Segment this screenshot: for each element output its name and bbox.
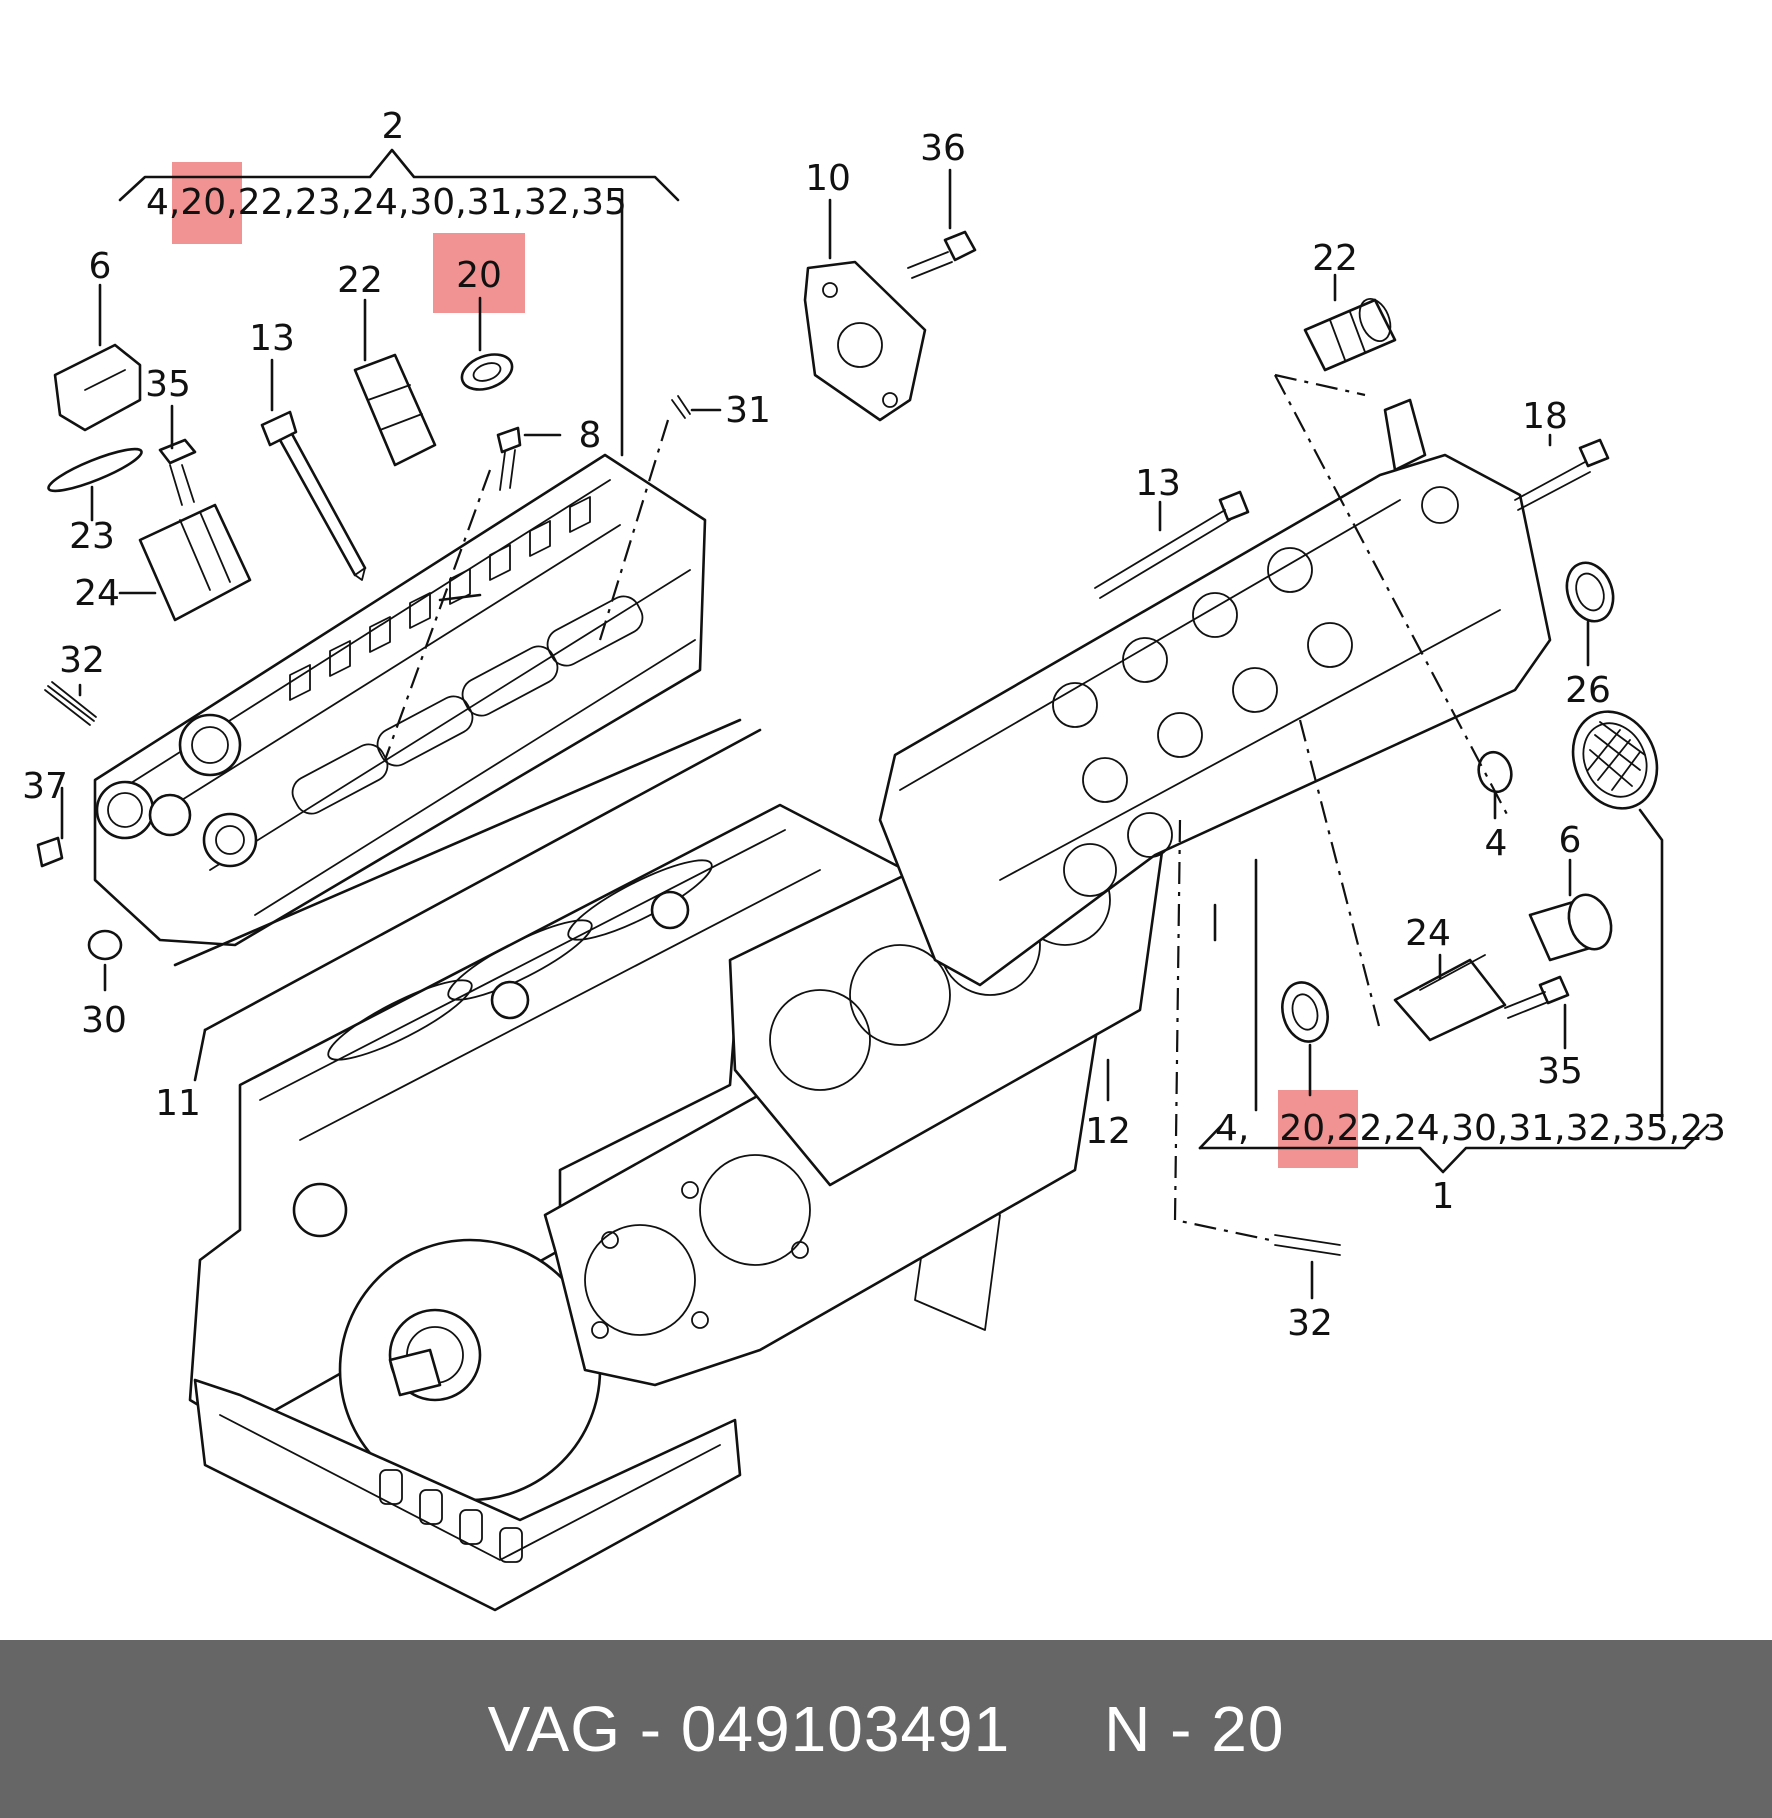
exploded-parts-diagram: 2 4,20,22,23,24,30,31,32,35 4,20,22,24,3…: [22, 106, 1726, 1612]
label-22-right: 22: [1312, 238, 1358, 279]
label-30: 30: [81, 1000, 127, 1041]
part-13-bolt-right: [1094, 490, 1250, 599]
part-10-cover: [803, 260, 927, 422]
cylinder-head-right: [878, 398, 1552, 987]
group-list-left: 4,20,22,23,24,30,31,32,35: [146, 182, 627, 223]
part-number-footer: VAG - 049103491 N - 20: [0, 1640, 1772, 1818]
part-8-sensor: [496, 426, 522, 491]
part-35-bolt-left: [158, 438, 197, 506]
assembly-centerlines: [383, 373, 1511, 1242]
part-36-bolt: [907, 230, 977, 279]
label-24: 24: [74, 573, 120, 614]
label-24-right: 24: [1405, 913, 1451, 954]
label-13-right: 13: [1135, 463, 1181, 504]
label-36: 36: [920, 128, 966, 169]
leader-lines: [60, 168, 1664, 1300]
label-32: 32: [59, 640, 105, 681]
label-35: 35: [145, 364, 191, 405]
part-26-seal: [1565, 561, 1615, 623]
brand-text: VAG: [487, 1693, 621, 1765]
position-label-text: N - 20: [1104, 1693, 1285, 1765]
separator: -: [621, 1693, 681, 1765]
head-gasket-left: [173, 718, 762, 1032]
group-bracket-left: [118, 148, 680, 457]
label-11: 11: [155, 1083, 201, 1124]
group-label-right: 1: [1432, 1176, 1455, 1217]
label-8: 8: [579, 415, 602, 456]
label-13: 13: [249, 318, 295, 359]
label-32-right: 32: [1287, 1303, 1333, 1344]
label-20: 20: [456, 255, 502, 296]
label-23: 23: [69, 516, 115, 557]
part-24-solenoid-left: [138, 503, 252, 622]
label-22: 22: [337, 260, 383, 301]
part-number-text: 049103491: [680, 1693, 1011, 1765]
highlight-group-right: [1278, 1090, 1358, 1168]
part-30-plug-left: [87, 929, 123, 961]
part-24-solenoid-right: [1393, 954, 1507, 1042]
spacer: [1010, 1692, 1104, 1766]
label-10: 10: [805, 158, 851, 199]
label-4: 4: [1485, 823, 1508, 864]
label-35-right: 35: [1537, 1051, 1583, 1092]
callout-labels: 6 35 23 24 32 37 30 11 13 22 20 8 31 10 …: [22, 128, 1611, 1344]
part-22-tappet-right: [1303, 298, 1397, 372]
label-31: 31: [725, 390, 771, 431]
label-6-right: 6: [1559, 820, 1582, 861]
part-4-plug-right: [1477, 750, 1513, 794]
label-6: 6: [89, 246, 112, 287]
highlight-group-left: [172, 162, 242, 244]
part-20-seal-right: [1281, 981, 1329, 1043]
group-bracket-right: [1198, 858, 1710, 1174]
part-6-right: [1528, 893, 1613, 962]
part-31-stud: [671, 395, 691, 419]
part-23-screen-right: [1571, 710, 1659, 810]
part-22-tappet-left: [353, 353, 437, 467]
part-18-bolt: [1514, 438, 1610, 511]
group-list-right: 4,20,22,24,30,31,32,35,23: [1215, 1108, 1726, 1149]
label-12: 12: [1085, 1111, 1131, 1152]
cylinder-head-left: [93, 453, 707, 947]
group-label-left: 2: [382, 106, 405, 147]
label-18: 18: [1522, 396, 1568, 437]
part-35-bolt-right: [1504, 975, 1570, 1019]
part-32-stud-right: [1274, 1234, 1341, 1256]
part-13-bolt-left: [260, 410, 367, 581]
part-32-stud-left: [44, 681, 97, 726]
part-20-seal-left: [460, 353, 514, 391]
label-26: 26: [1565, 670, 1611, 711]
part-23-oring: [47, 447, 143, 493]
label-37: 37: [22, 766, 68, 807]
part-37-nut: [36, 836, 64, 868]
part-6-left: [53, 343, 142, 432]
